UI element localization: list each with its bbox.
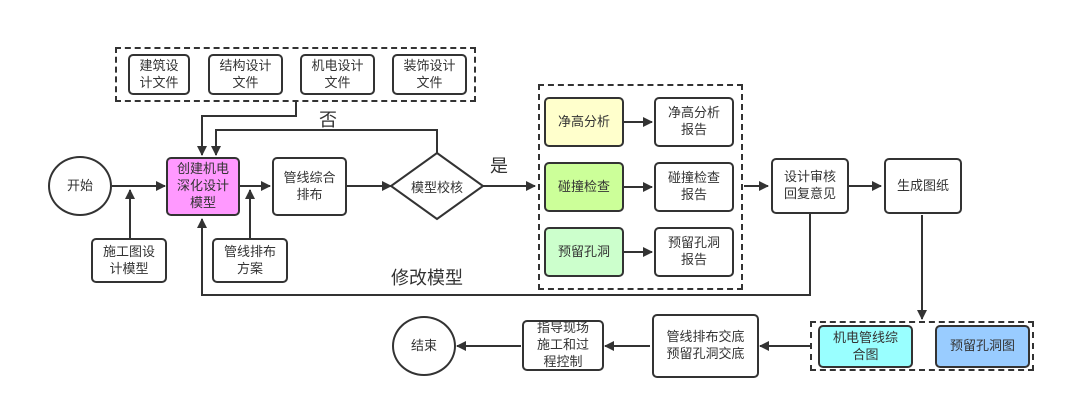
opening-drawing-node[interactable]: 预留孔洞图 [935, 325, 1030, 368]
struct-design-file[interactable]: 结构设计 文件 [208, 54, 283, 95]
mep-design-file[interactable]: 机电设计 文件 [300, 54, 375, 95]
pipe-layout-node[interactable]: 管线综合 排布 [272, 157, 347, 216]
edge-files-create [197, 101, 297, 156]
start-node[interactable]: 开始 [48, 156, 112, 216]
clearance-node[interactable]: 净高分析 [544, 97, 624, 147]
drawings-group [810, 321, 1034, 371]
review-node[interactable]: 设计审核 回复意见 [771, 158, 849, 214]
arch-design-file[interactable]: 建筑设 计文件 [128, 54, 190, 95]
pipe-plan-node[interactable]: 管线排布 方案 [212, 238, 288, 283]
construction-model-node[interactable]: 施工图设 计模型 [91, 238, 167, 283]
disclosure-node[interactable]: 管线排布交底 预留孔洞交底 [652, 314, 759, 378]
opening-node[interactable]: 预留孔洞 [544, 227, 624, 277]
no-label: 否 [319, 110, 337, 131]
yes-label: 是 [490, 156, 508, 177]
clearance-report-node[interactable]: 净高分析 报告 [654, 97, 734, 147]
gen-drawings-node[interactable]: 生成图纸 [884, 158, 962, 214]
edge-no-loop [211, 129, 438, 156]
edge-modify-loop [197, 214, 811, 296]
clash-node[interactable]: 碰撞检查 [544, 162, 624, 212]
end-node[interactable]: 结束 [392, 316, 456, 376]
guide-node[interactable]: 指导现场 施工和过 程控制 [522, 320, 604, 371]
model-check-diamond[interactable] [389, 151, 485, 221]
analysis-group [538, 84, 743, 290]
design-files-group [115, 47, 476, 102]
mep-drawing-node[interactable]: 机电管线综 合图 [818, 325, 913, 368]
model-check-label: 模型校核 [410, 180, 463, 196]
modify-model-label: 修改模型 [391, 268, 463, 289]
deco-design-file[interactable]: 装饰设计 文件 [392, 54, 467, 95]
clash-report-node[interactable]: 碰撞检查 报告 [654, 162, 734, 212]
opening-report-node[interactable]: 预留孔洞 报告 [654, 227, 734, 277]
create-model-node[interactable]: 创建机电 深化设计 模型 [166, 157, 240, 216]
